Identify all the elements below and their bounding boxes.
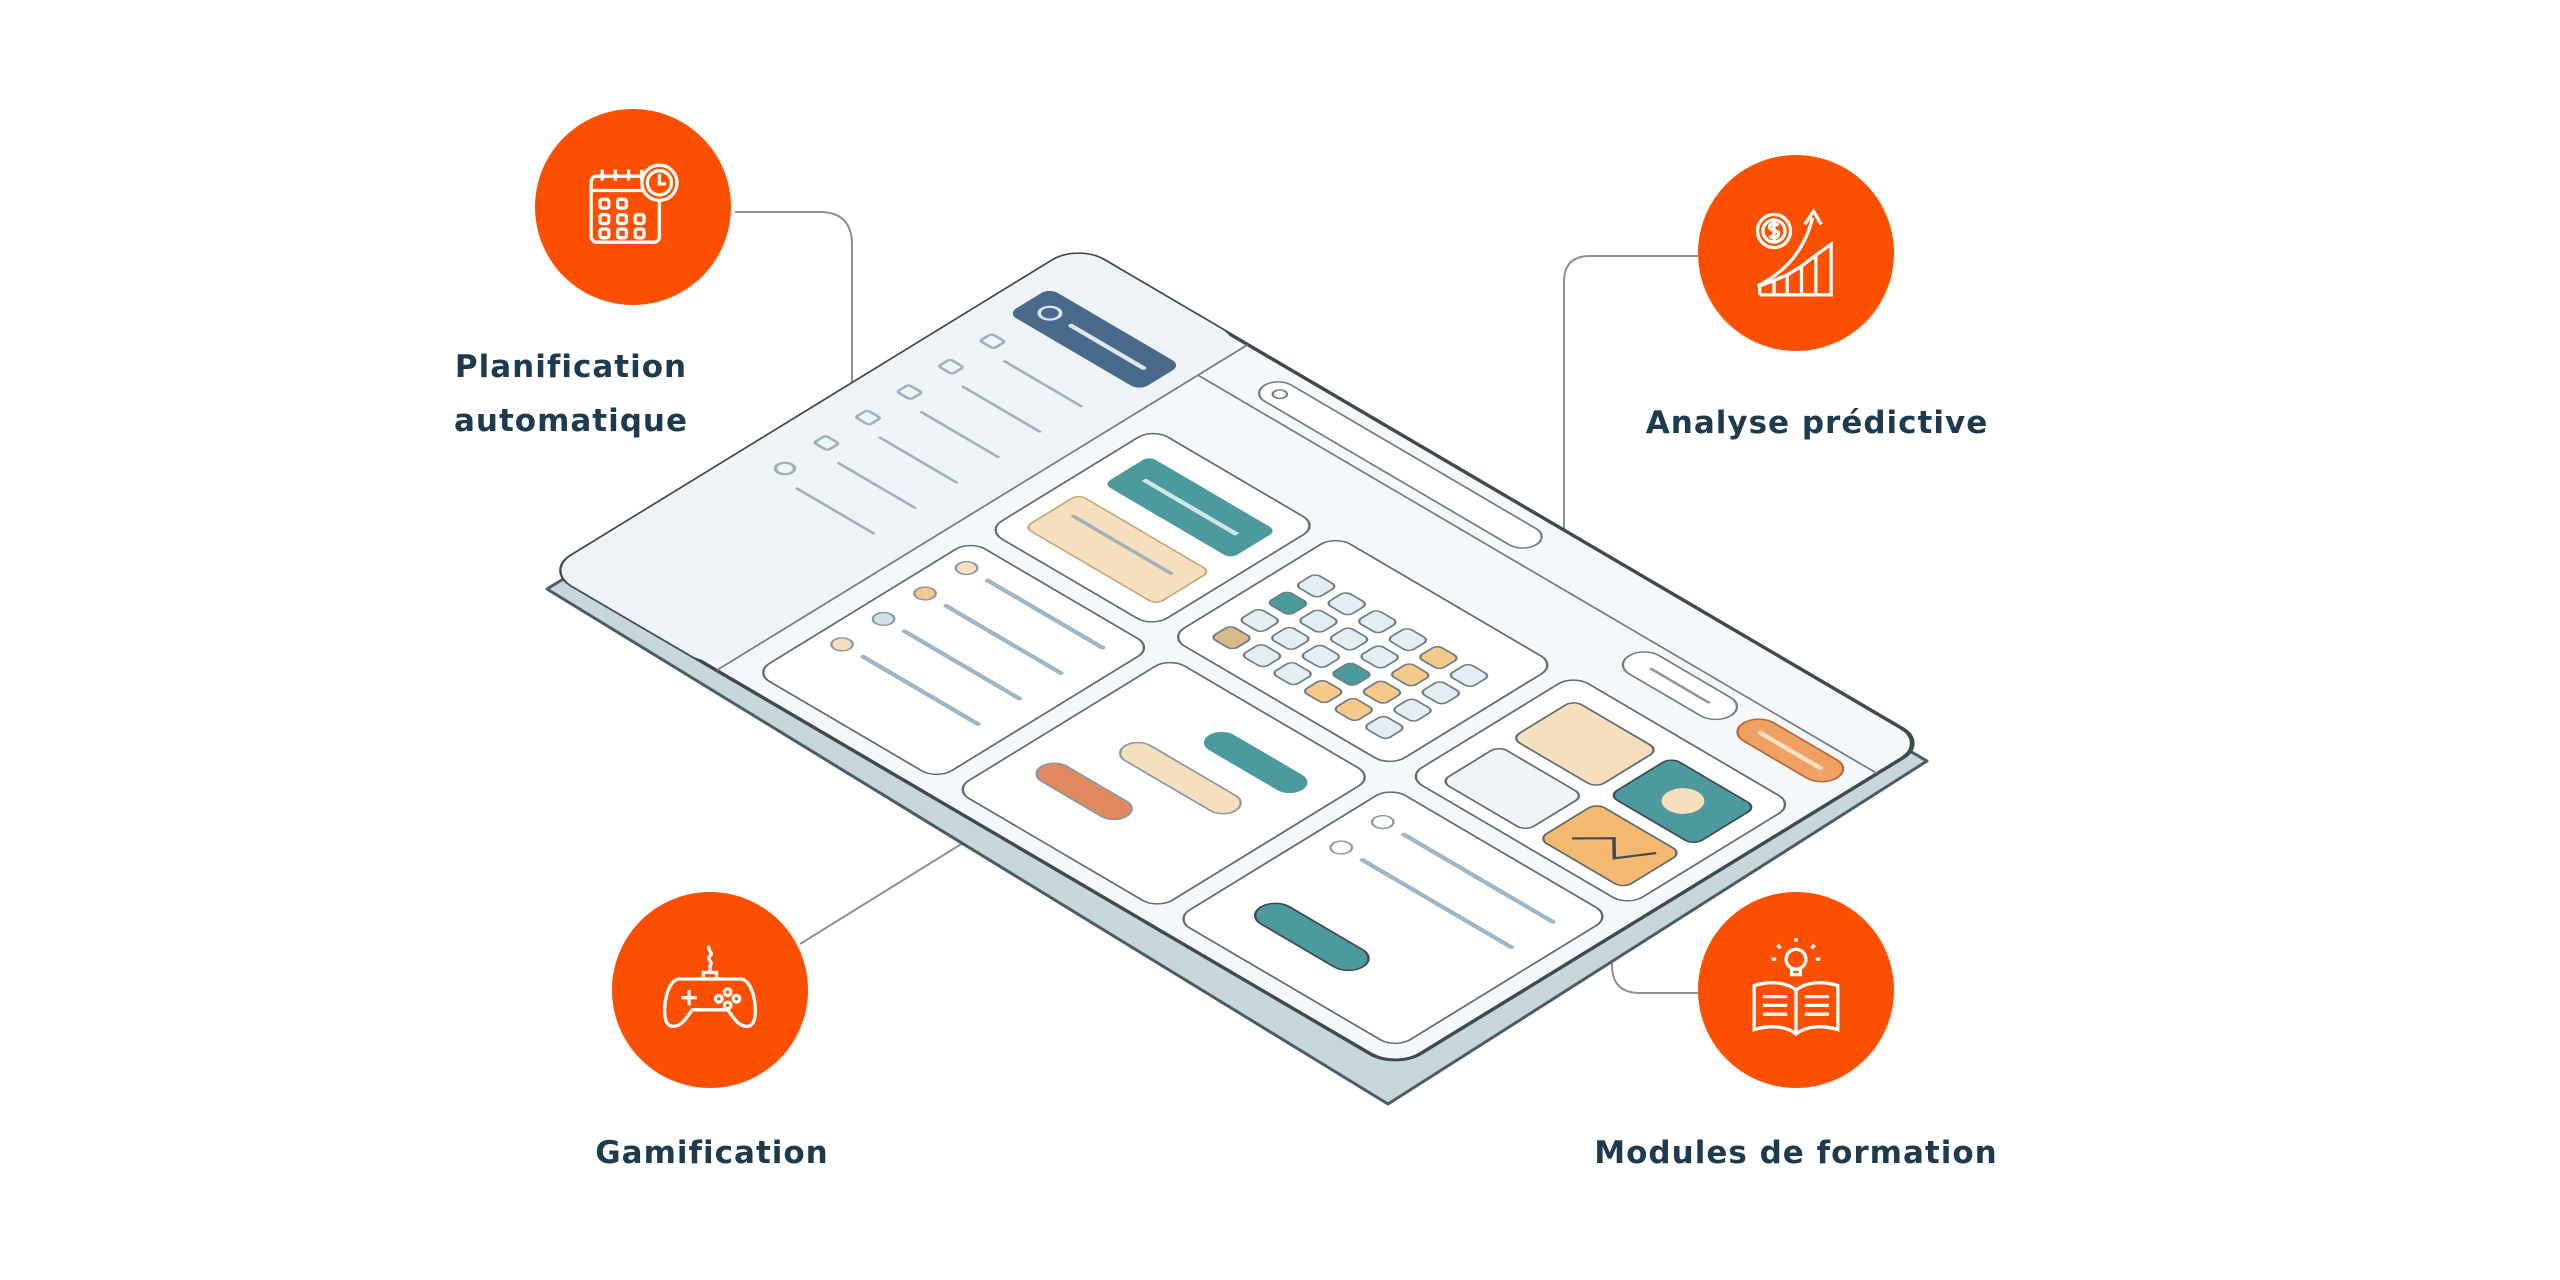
calendar-day: [1393, 698, 1432, 722]
calendar-day: [1362, 680, 1402, 704]
calendar-day: [1301, 644, 1341, 668]
feature-modules-circle: [1698, 892, 1894, 1088]
calendar-clock-icon: [589, 163, 679, 244]
feature-planification-label: Planification automatique: [454, 340, 688, 448]
feature-gamification-circle: [612, 892, 808, 1088]
calendar-day: [1334, 697, 1373, 722]
connector-modules: [1611, 857, 1698, 994]
book-lightbulb-icon: [1752, 938, 1840, 1037]
calendar-day: [1327, 592, 1366, 616]
calendar-grid: [1212, 574, 1489, 739]
calendar-day: [1358, 610, 1397, 634]
calendar-day: [1421, 681, 1460, 705]
connector-planification: [735, 211, 853, 506]
calendar-day: [1390, 663, 1430, 687]
sidebar-items: [773, 333, 1083, 535]
calendar-day: [1271, 626, 1310, 650]
feature-analyse-label: Analyse prédictive: [1645, 405, 1989, 441]
search-bar: [1257, 381, 1543, 549]
calendar-day: [1360, 645, 1399, 669]
calendar-card: [1177, 539, 1549, 763]
feature-analyse-circle: [1698, 155, 1894, 351]
calendar-day: [1212, 626, 1251, 650]
calendar-day: [1268, 591, 1308, 615]
growth-chart-dollar-icon: [1755, 208, 1833, 297]
label-line-1: Planification: [454, 349, 688, 385]
calendar-day: [1329, 627, 1369, 651]
calendar-day: [1299, 609, 1338, 633]
feature-gamification-label: Gamification: [595, 1135, 829, 1171]
calendar-day: [1449, 663, 1489, 688]
feature-modules-label: Modules de formation: [1594, 1135, 1998, 1171]
calendar-day: [1303, 680, 1343, 704]
calendar-day: [1332, 662, 1371, 686]
calendar-day: [1273, 662, 1312, 686]
feature-planification-circle: [535, 109, 731, 305]
gamepad-icon: [663, 944, 757, 1028]
calendar-day: [1242, 644, 1282, 668]
calendar-day: [1388, 628, 1428, 652]
connector-analyse: [1563, 255, 1698, 751]
calendar-day: [1296, 574, 1336, 598]
analytics-card: [1414, 679, 1787, 902]
settings-card: [1182, 791, 1604, 1045]
calendar-day: [1419, 646, 1458, 670]
tablet-screen: [559, 252, 1915, 1062]
label-line-2: automatique: [453, 403, 689, 439]
calendar-day: [1240, 608, 1279, 632]
calendar-day: [1365, 715, 1404, 739]
